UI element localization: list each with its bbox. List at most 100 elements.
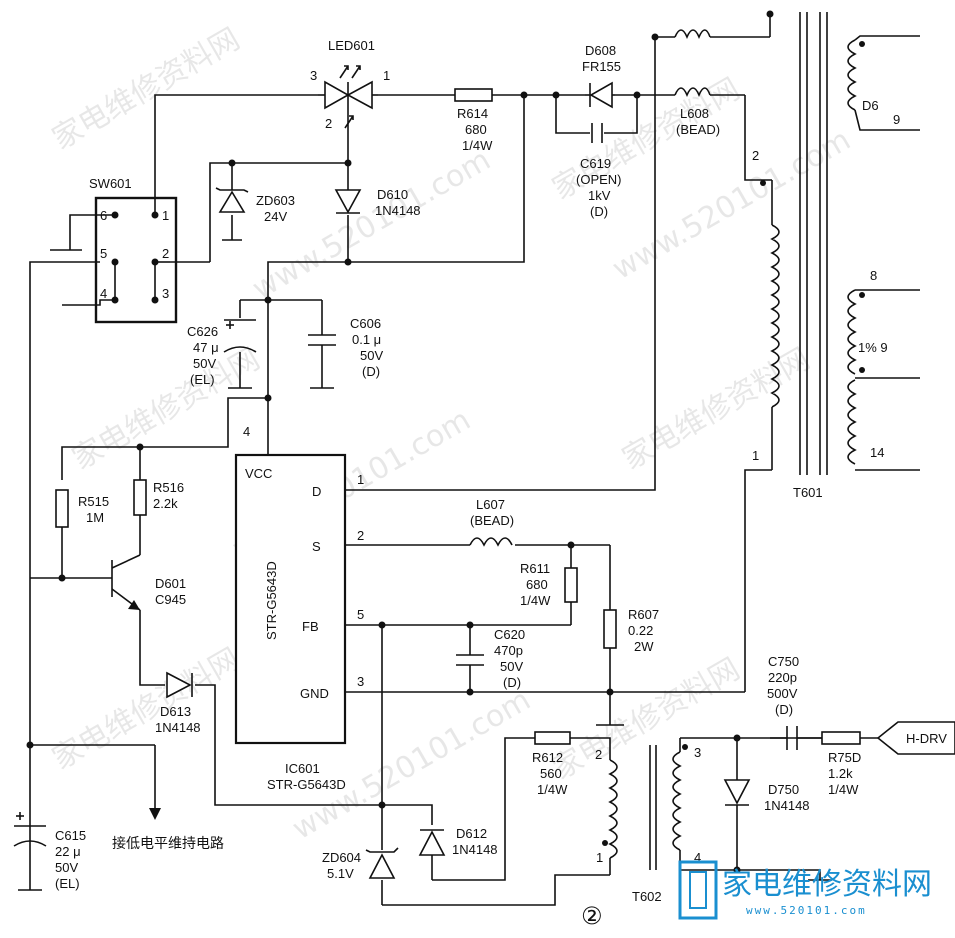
l607-value: (BEAD) (470, 513, 514, 528)
r614-rating: 1/4W (462, 138, 493, 153)
zd603: ZD603 24V (215, 187, 295, 241)
d750-value: 1N4148 (764, 798, 810, 813)
l607: L607 (BEAD) (469, 497, 514, 547)
d613-value: 1N4148 (155, 720, 201, 735)
wires (29, 12, 878, 906)
t601-ref: T601 (793, 485, 823, 500)
t601-pin1: 1 (752, 448, 759, 463)
sw601-pin3: 3 (162, 286, 169, 301)
c619-type: (D) (590, 204, 608, 219)
d613: D613 1N4148 (155, 671, 201, 735)
t601-pin2: 2 (752, 148, 759, 163)
c615-rating: 50V (55, 860, 78, 875)
q601-value: C945 (155, 592, 186, 607)
r516-value: 2.2k (153, 496, 178, 511)
ic601: VCC D S FB GND STR-G5643D 4 1 2 5 3 IC60… (234, 424, 364, 792)
ic601-part: STR-G5643D (267, 777, 346, 792)
sw601-pin2: 2 (162, 246, 169, 261)
l608-ref: L608 (680, 106, 709, 121)
l608-value: (BEAD) (676, 122, 720, 137)
sw601-pin5: 5 (100, 246, 107, 261)
l608: L608 (BEAD) (674, 87, 720, 137)
c606-ref: C606 (350, 316, 381, 331)
r515-ref: R515 (78, 494, 109, 509)
diagram-number-text: ② (581, 902, 603, 930)
c750: C750 220p 500V (D) (767, 654, 822, 750)
t602-pin1: 1 (596, 850, 603, 865)
c626-ref: C626 (187, 324, 218, 339)
c626-value: 47 μ (193, 340, 219, 355)
sw601-ref: SW601 (89, 176, 132, 191)
c620: C620 470p 50V (D) (456, 627, 525, 690)
d610-ref: D610 (377, 187, 408, 202)
sw601: SW601 6 5 4 1 2 3 (50, 176, 178, 324)
t601-pin14: 14 (870, 445, 884, 460)
c619-ref: C619 (580, 156, 611, 171)
t602-pin3: 3 (694, 745, 701, 760)
r750-ref: R75D (828, 750, 861, 765)
watermark-brand: 家电维修资料网 (547, 652, 746, 787)
zd603-ref: ZD603 (256, 193, 295, 208)
r614-ref: R614 (457, 106, 488, 121)
c620-type: (D) (503, 675, 521, 690)
ic601-pin-d: 1 (357, 472, 364, 487)
diagram-number: ② (581, 902, 603, 930)
c620-ref: C620 (494, 627, 525, 642)
r612-rating: 1/4W (537, 782, 568, 797)
d750-ref: D750 (768, 782, 799, 797)
d612-value: 1N4148 (452, 842, 498, 857)
led601: LED601 3 1 2 (310, 38, 390, 131)
watermark-brand: 家电维修资料网 (617, 342, 816, 477)
r607-rating: 2W (634, 639, 654, 654)
d612-ref: D612 (456, 826, 487, 841)
hdrv-label: H-DRV (906, 731, 947, 746)
c619: C619 (OPEN) 1kV (D) (576, 123, 622, 219)
r607-ref: R607 (628, 607, 659, 622)
low-level-note-text: 接低电平维持电路 (112, 835, 224, 852)
d610: D610 1N4148 (334, 187, 421, 218)
ic601-s-label: S (312, 539, 321, 554)
r614-value: 680 (465, 122, 487, 137)
logo-text: 家电维修资料网 (722, 867, 932, 902)
r611: R611 680 1/4W (520, 561, 578, 608)
d613-ref: D613 (160, 704, 191, 719)
ic601-pin-s: 2 (357, 528, 364, 543)
c606-rating: 50V (360, 348, 383, 363)
ic601-d-label: D (312, 484, 321, 499)
r612-ref: R612 (532, 750, 563, 765)
c750-type: (D) (775, 702, 793, 717)
ic601-body-text: STR-G5643D (264, 561, 279, 640)
c626-rating: 50V (193, 356, 216, 371)
t601-top-winding (674, 29, 711, 40)
r607: R607 0.22 2W (596, 607, 659, 726)
r611-rating: 1/4W (520, 593, 551, 608)
ic601-pin-vcc: 4 (243, 424, 250, 439)
r750-rating: 1/4W (828, 782, 859, 797)
zd604-value: 5.1V (327, 866, 354, 881)
led601-ref: LED601 (328, 38, 375, 53)
d608-value: FR155 (582, 59, 621, 74)
l607-ref: L607 (476, 497, 505, 512)
led601-pin3: 3 (310, 68, 317, 83)
c750-rating: 500V (767, 686, 798, 701)
ic601-ref: IC601 (285, 761, 320, 776)
zd604: ZD604 5.1V (322, 847, 399, 881)
c619-value: 1kV (588, 188, 611, 203)
d750: D750 1N4148 (723, 779, 810, 813)
c606-type: (D) (362, 364, 380, 379)
t602-ref: T602 (632, 889, 662, 904)
hdrv-connector: H-DRV (876, 721, 955, 755)
r750-value: 1.2k (828, 766, 853, 781)
c615-value: 22 μ (55, 844, 81, 859)
t601-pin9: 1% 9 (858, 340, 888, 355)
ic601-pin-fb: 5 (357, 607, 364, 622)
r614: R614 680 1/4W (454, 88, 493, 153)
r515: R515 1M (55, 489, 109, 528)
d612: D612 1N4148 (418, 826, 498, 857)
d608: D608 FR155 (582, 43, 621, 109)
r612: R612 560 1/4W (532, 731, 571, 797)
c750-ref: C750 (768, 654, 799, 669)
q601-transistor: D601 C945 (111, 554, 186, 611)
sw601-pin1: 1 (162, 208, 169, 223)
ic601-fb-label: FB (302, 619, 319, 634)
